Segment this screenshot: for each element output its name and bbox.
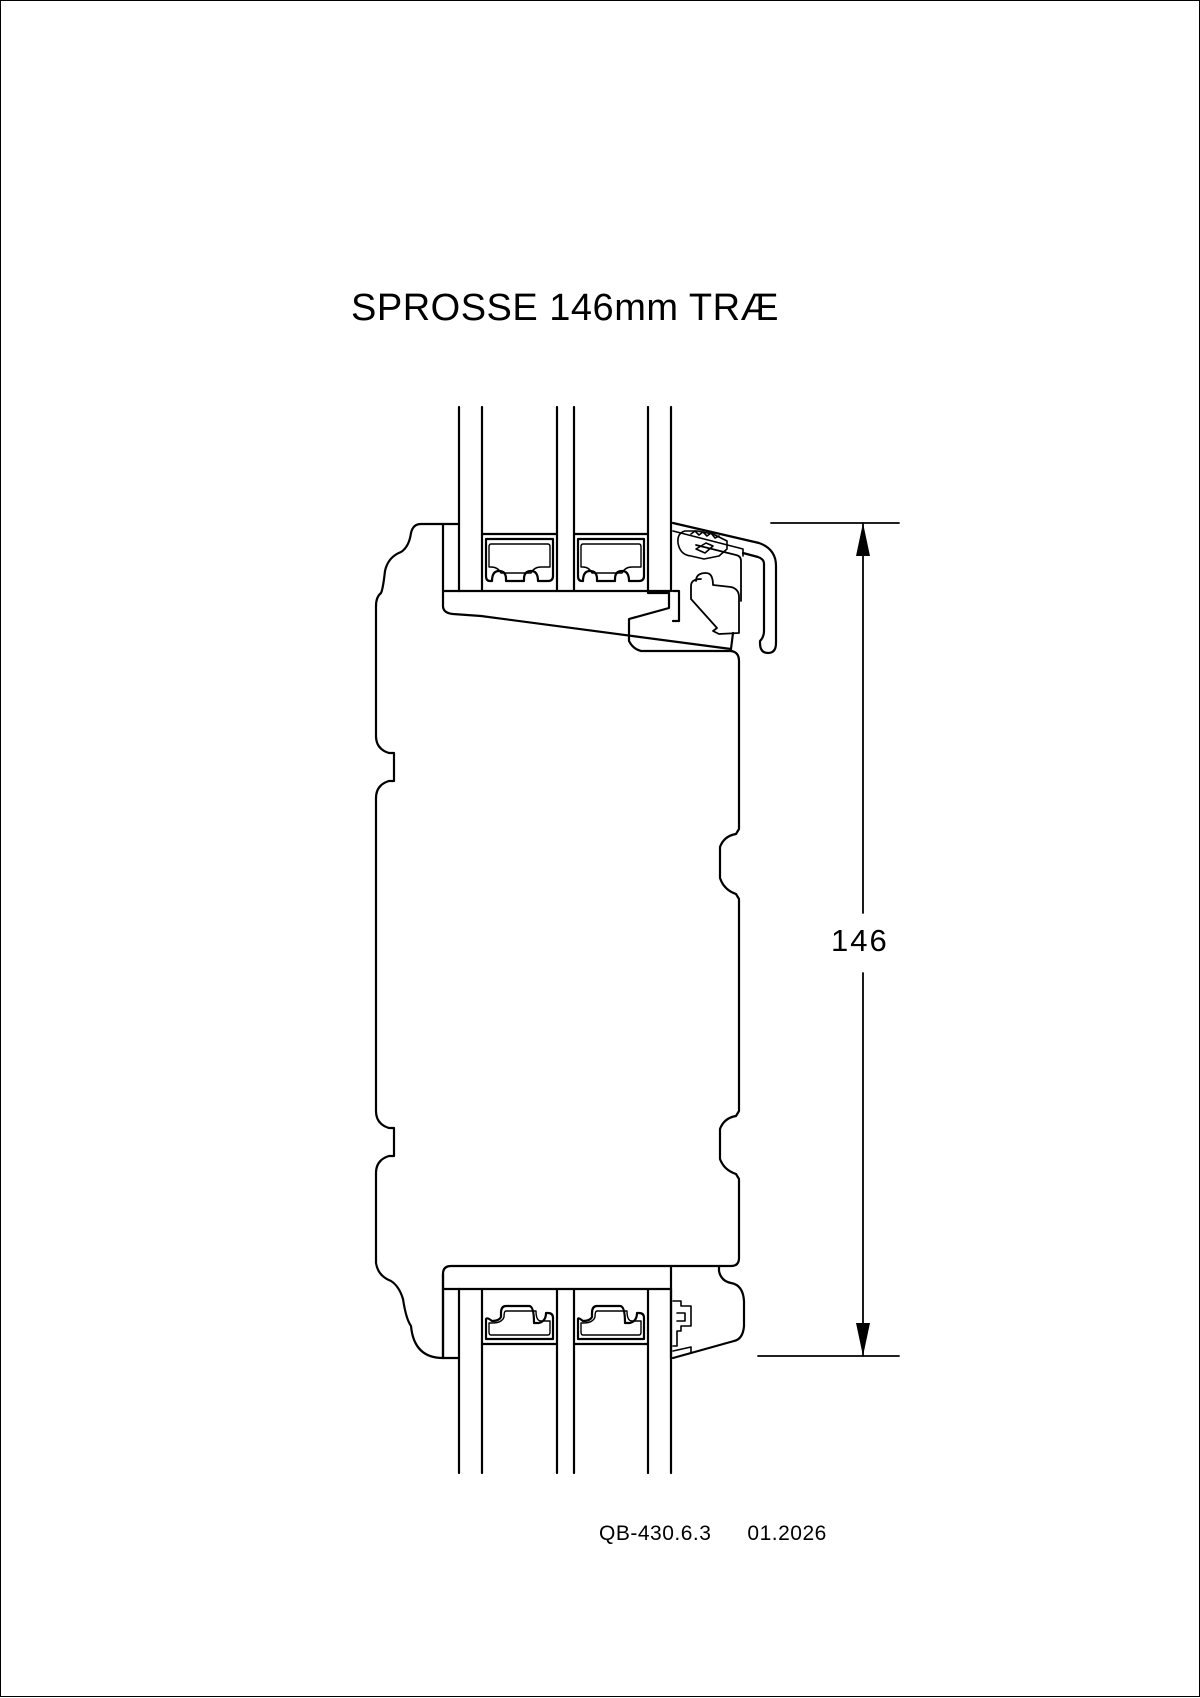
lower-glazing-gasket [673, 1301, 691, 1358]
drawing-title: SPROSSE 146mm TRÆ [351, 287, 780, 329]
lower-glazing [459, 1289, 671, 1473]
dimension-146 [758, 523, 899, 1356]
drawing-date: 01.2026 [747, 1522, 827, 1545]
dimension-arrows [856, 523, 870, 1356]
lower-spacers [486, 1306, 644, 1339]
drawing-number: QB-430.6.3 [599, 1522, 712, 1545]
dimension-label: 146 [829, 921, 891, 961]
lower-glass-rebate [443, 1266, 744, 1358]
upper-glass-rebate [443, 524, 731, 649]
arrowhead-up-icon [856, 523, 870, 556]
aluminium-drip-cap [673, 523, 776, 653]
title-block: QB-430.6.3 01.2026 [599, 1522, 827, 1546]
arrowhead-down-icon [856, 1323, 870, 1356]
upper-glazing-gasket [678, 531, 727, 559]
wood-glazing-bar-profile [376, 524, 739, 1358]
upper-spacers [486, 539, 644, 581]
upper-glazing [459, 407, 671, 591]
